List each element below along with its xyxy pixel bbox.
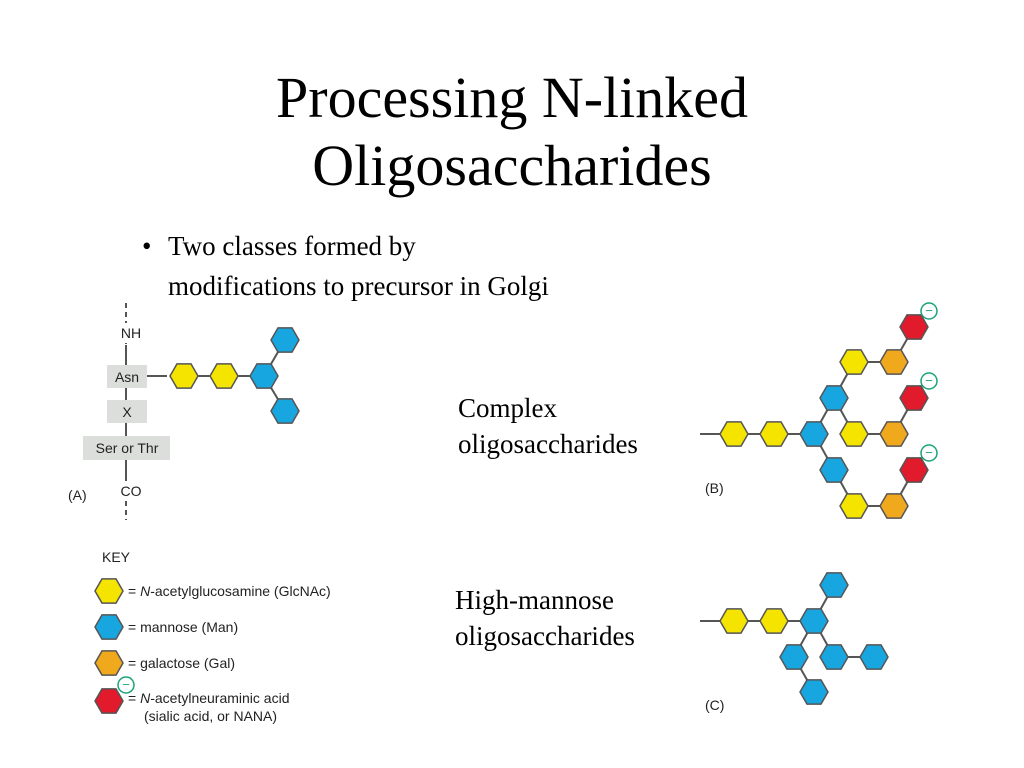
key-item-mannose: = mannose (Man) bbox=[128, 619, 238, 635]
mannose-residue bbox=[859, 644, 889, 670]
asn-label: Asn bbox=[115, 369, 139, 385]
mannose-residue bbox=[270, 398, 300, 424]
negative-charge-icon bbox=[920, 444, 938, 462]
mannose-residue bbox=[799, 421, 829, 447]
slide-title-line-2: Oligosaccharides bbox=[312, 133, 712, 198]
asn-box bbox=[107, 365, 147, 388]
glcnac-residue bbox=[209, 363, 239, 389]
sialic-acid-residue bbox=[899, 314, 929, 340]
key-item-galactose: = galactose (Gal) bbox=[128, 655, 235, 671]
complex-label-line-2: oligosaccharides bbox=[458, 429, 638, 459]
mannose-residue bbox=[249, 363, 279, 389]
mannose-residue bbox=[819, 572, 849, 598]
key-item-glcnac: = N-acetylglucosamine (GlcNAc) bbox=[128, 583, 331, 599]
sialic-acid-residue bbox=[899, 457, 929, 483]
high-mannose-label-line-2: oligosaccharides bbox=[455, 621, 635, 651]
panel-c-tag: (C) bbox=[705, 697, 724, 713]
key-item-glcnac-prefix: = bbox=[128, 583, 140, 599]
x-box bbox=[107, 400, 147, 423]
mannose-residue bbox=[799, 608, 829, 634]
high-mannose-label: High-mannose oligosaccharides bbox=[455, 582, 635, 654]
x-label: X bbox=[122, 404, 132, 420]
slide-title-line-1: Processing N-linked bbox=[276, 65, 748, 130]
negative-charge-icon-symbol: − bbox=[925, 445, 933, 460]
key-item-mannose-text: mannose (Man) bbox=[140, 619, 238, 635]
mannose-residue bbox=[819, 457, 849, 483]
co-bg bbox=[114, 481, 140, 501]
ser-thr-box bbox=[83, 436, 170, 460]
key-item-nana-italic: N bbox=[140, 690, 151, 706]
key-item-nana-prefix: = bbox=[128, 690, 140, 706]
glcnac-residue bbox=[759, 608, 789, 634]
bullet-line-1: Two classes formed by bbox=[168, 231, 416, 261]
glcnac-residue bbox=[759, 421, 789, 447]
negative-charge-icon bbox=[920, 372, 938, 390]
glcnac-residue bbox=[719, 421, 749, 447]
sugar-residues: − − − − bbox=[94, 302, 938, 714]
complex-label-line-1: Complex bbox=[458, 393, 557, 423]
sialic-acid-residue bbox=[899, 385, 929, 411]
panel-a-tag: (A) bbox=[68, 487, 87, 503]
key-negative-charge-icon bbox=[117, 676, 135, 694]
key-item-glcnac-text: -acetylglucosamine (GlcNAc) bbox=[150, 583, 331, 599]
negative-charge-icon bbox=[920, 302, 938, 320]
bullet-line-2: modifications to precursor in Golgi bbox=[168, 271, 549, 301]
key-item-nana-text: -acetylneuraminic acid bbox=[150, 690, 289, 706]
key-negative-charge-icon-symbol: − bbox=[122, 677, 130, 692]
high-mannose-label-line-1: High-mannose bbox=[455, 585, 614, 615]
complex-label: Complex oligosaccharides bbox=[458, 390, 638, 462]
key-item-mannose-prefix: = bbox=[128, 619, 140, 635]
galactose-residue bbox=[879, 421, 909, 447]
key-mannose-swatch bbox=[94, 614, 124, 640]
ser-thr-label: Ser or Thr bbox=[96, 440, 159, 456]
bullet-symbol: • bbox=[142, 231, 152, 261]
key-item-nana-line-2: (sialic acid, or NANA) bbox=[144, 708, 277, 724]
glcnac-residue bbox=[169, 363, 199, 389]
mannose-residue bbox=[779, 644, 809, 670]
panel-a: NH Asn X Ser or Thr CO (A) bbox=[68, 303, 170, 520]
mannose-residue bbox=[799, 679, 829, 705]
key: KEY = N-acetylglucosamine (GlcNAc) = man… bbox=[102, 549, 331, 724]
key-glcnac-swatch bbox=[94, 578, 124, 604]
slide-title: Processing N-linked Oligosaccharides bbox=[0, 64, 1024, 200]
mannose-residue bbox=[819, 644, 849, 670]
negative-charge-icon-symbol: − bbox=[925, 303, 933, 318]
co-label: CO bbox=[121, 483, 142, 499]
panel-b-tag: (B) bbox=[705, 480, 724, 496]
galactose-residue bbox=[879, 349, 909, 375]
glcnac-residue bbox=[839, 493, 869, 519]
key-item-glcnac-italic: N bbox=[140, 583, 151, 599]
galactose-residue bbox=[879, 493, 909, 519]
mannose-residue bbox=[819, 385, 849, 411]
key-galactose-swatch bbox=[94, 650, 124, 676]
negative-charge-icon-symbol: − bbox=[925, 373, 933, 388]
bullet-text: Two classes formed by modifications to p… bbox=[168, 226, 549, 306]
key-sialic-acid-swatch bbox=[94, 688, 124, 714]
nh-label: NH bbox=[121, 325, 141, 341]
key-title: KEY bbox=[102, 549, 131, 565]
glcnac-residue bbox=[839, 421, 869, 447]
key-item-nana: = N-acetylneuraminic acid bbox=[128, 690, 290, 706]
mannose-residue bbox=[270, 327, 300, 353]
glcnac-residue bbox=[839, 349, 869, 375]
key-item-galactose-prefix: = bbox=[128, 655, 140, 671]
glcnac-residue bbox=[719, 608, 749, 634]
nh-bg bbox=[114, 323, 140, 343]
key-item-galactose-text: galactose (Gal) bbox=[140, 655, 235, 671]
